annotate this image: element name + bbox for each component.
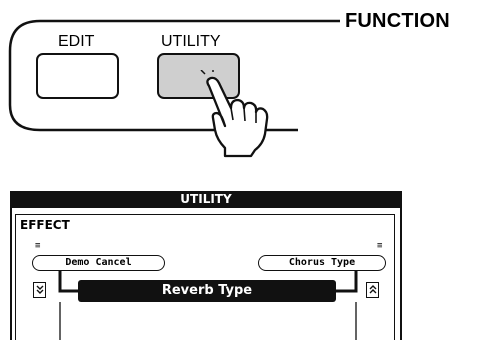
menu-item-demo-cancel[interactable]: Demo Cancel — [32, 255, 165, 271]
utility-button-label: UTILITY — [161, 33, 221, 50]
pointing-hand-icon — [200, 70, 269, 158]
selected-menu-item[interactable]: Reverb Type — [78, 280, 336, 302]
function-panel-frame — [8, 19, 340, 132]
indicator-mark-left: ≡ — [35, 241, 41, 251]
section-label: EFFECT — [20, 218, 70, 232]
lcd-header-title: UTILITY — [180, 192, 232, 206]
utility-button[interactable] — [157, 53, 240, 99]
menu-item-chorus-type[interactable]: Chorus Type — [258, 255, 386, 271]
function-label: FUNCTION — [345, 10, 450, 32]
edit-button-label: EDIT — [58, 33, 95, 50]
lcd-content-frame — [15, 214, 395, 340]
double-arrow-down-icon[interactable] — [33, 282, 46, 298]
lcd-header-bar — [10, 191, 402, 208]
double-arrow-up-icon[interactable] — [366, 282, 379, 298]
panel-frame-line — [8, 19, 340, 132]
edit-button[interactable] — [36, 53, 119, 99]
indicator-mark-right: ≡ — [377, 241, 383, 251]
